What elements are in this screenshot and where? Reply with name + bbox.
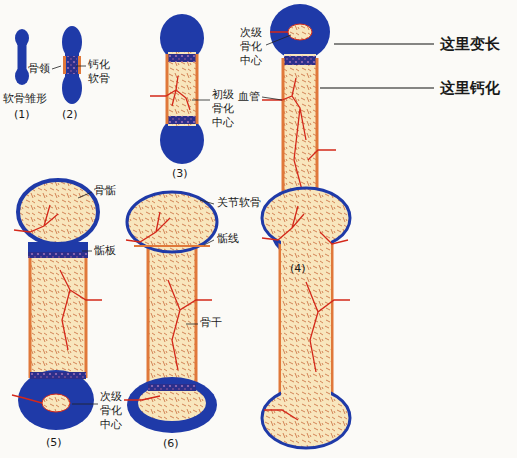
figure-5: [12, 180, 102, 430]
part-label: 骨领: [28, 62, 50, 76]
part-label: 关节软骨: [217, 196, 261, 210]
callout-number: (5): [46, 436, 62, 450]
callout-number: (2): [62, 108, 78, 122]
annotation: 这里变长: [440, 35, 500, 54]
part-label: 次级骨化中心: [240, 26, 264, 67]
part-label: 骨干: [200, 316, 222, 330]
part-label: 骺线: [217, 232, 239, 246]
callout-number: (6): [163, 437, 179, 451]
figure-1: [15, 29, 29, 85]
part-label: 骨骺: [94, 184, 116, 198]
part-label: 初级骨化中心: [212, 88, 236, 129]
callout-number: (3): [172, 167, 188, 181]
figure-3: [150, 14, 210, 164]
part-label: 次级骨化中心: [100, 390, 124, 431]
annotation: 这里钙化: [440, 79, 500, 98]
callout-number: (1): [14, 108, 30, 122]
figure-6: [124, 192, 217, 433]
figure-7: [262, 188, 350, 448]
part-label: 血管: [238, 90, 260, 104]
figure-4: [262, 4, 434, 258]
part-label: 钙化软骨: [88, 58, 112, 86]
part-label: 骺板: [94, 244, 116, 258]
callout-number: (4): [290, 262, 306, 276]
figure-2: [52, 26, 86, 104]
part-label: 软骨雏形: [3, 92, 47, 106]
